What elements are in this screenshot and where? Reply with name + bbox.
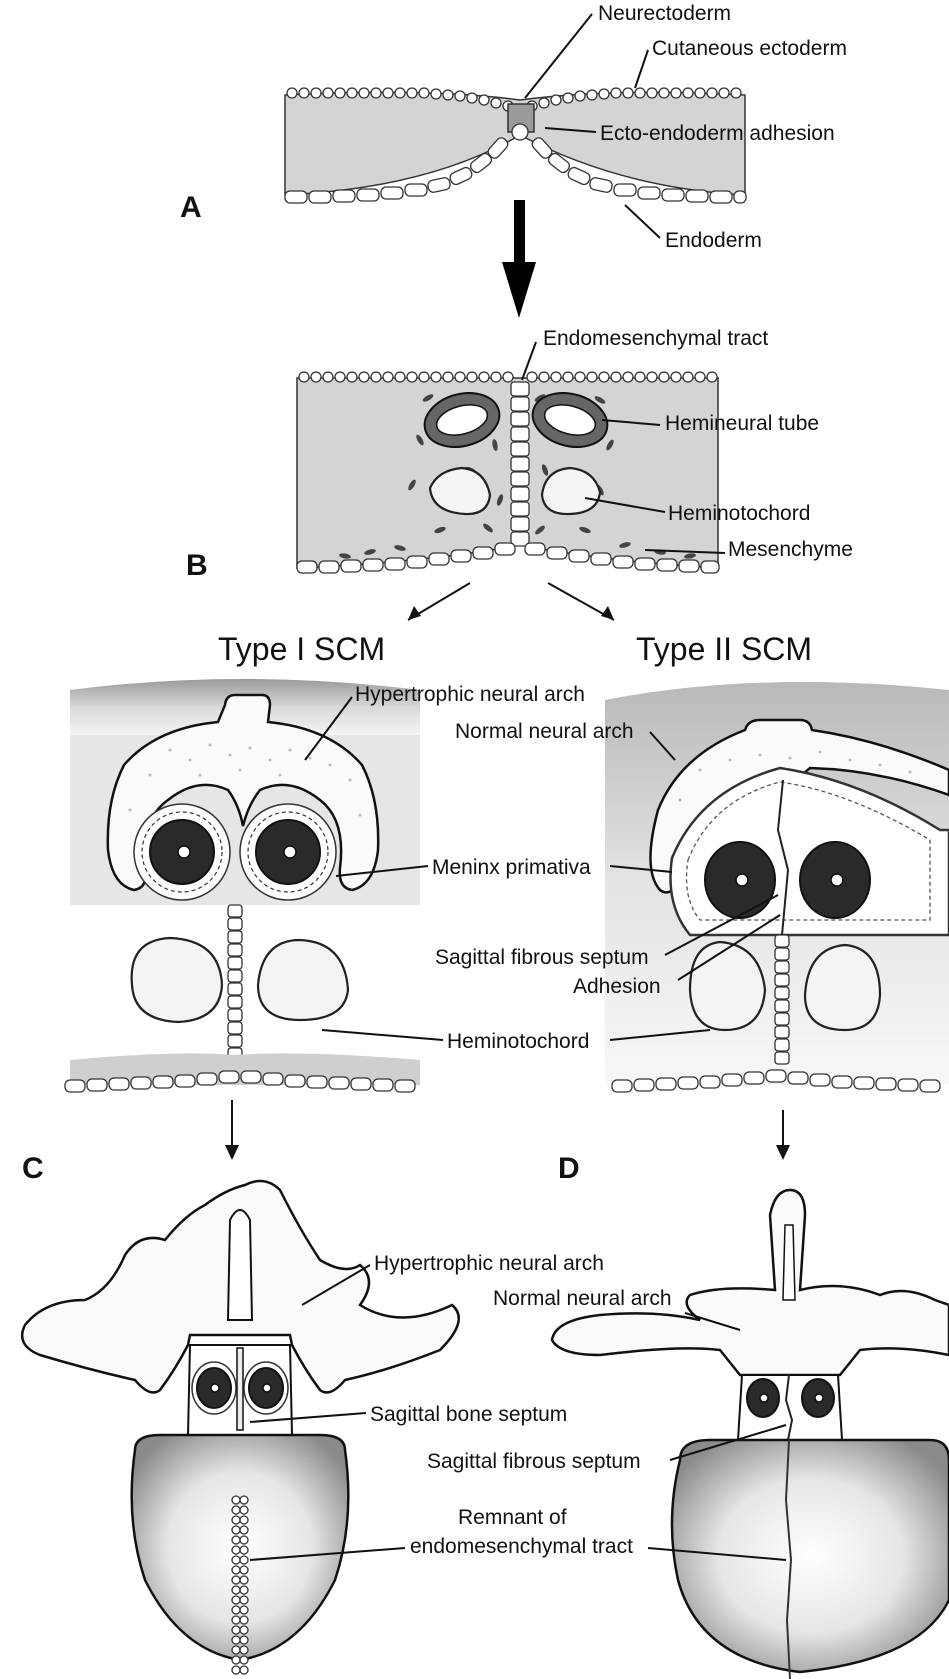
arrowhead-type-ii-down — [776, 1145, 790, 1160]
type-ii-vertebral-body — [672, 1440, 949, 1672]
label-normal-neural-arch-top: Normal neural arch — [455, 720, 634, 743]
panel-label-b: B — [186, 549, 208, 582]
label-remnant-line1: Remnant of — [458, 1506, 567, 1529]
label-hypertrophic-neural-arch-top: Hypertrophic neural arch — [355, 683, 585, 706]
type-i-bottom-left-cord — [192, 1362, 236, 1414]
leader-heminotochord-mid-left — [322, 1030, 443, 1040]
label-mesenchyme: Mesenchyme — [728, 538, 853, 561]
type-i-heminotochord-right — [258, 940, 348, 1020]
panel-a: A Neurectoderm Cutaneous ectoderm Ecto-e… — [180, 2, 847, 318]
type-i-tract — [228, 905, 242, 1060]
panel-b-tissue — [297, 378, 718, 568]
label-cutaneous-ectoderm: Cutaneous ectoderm — [652, 37, 847, 60]
type-ii-bottom-right-cord — [802, 1379, 834, 1417]
label-meninx-primativa: Meninx primativa — [432, 856, 591, 879]
label-remnant-line2: endomesenchymal tract — [410, 1535, 633, 1558]
heminotochord-left-b — [430, 468, 490, 514]
type-i-bottom-right-cord — [244, 1362, 288, 1414]
type-i-vertebral-body — [132, 1435, 349, 1660]
panel-label-d: D — [558, 1152, 580, 1185]
type-ii-right-cord — [800, 842, 870, 918]
type-ii-spinous-gap — [783, 1225, 795, 1300]
type-ii-embryo — [605, 682, 949, 1160]
type-i-heminotochord-left — [132, 938, 222, 1022]
label-sagittal-bone-septum: Sagittal bone septum — [370, 1403, 567, 1426]
label-hypertrophic-neural-arch-bottom: Hypertrophic neural arch — [374, 1252, 604, 1275]
ectoderm-row-b — [299, 372, 717, 382]
type-ii-normal-arch-bottom — [552, 1190, 949, 1375]
type-i-right-cord — [240, 804, 336, 900]
type-i-embryo — [65, 679, 420, 1160]
panel-b: B Endomesenchymal tract Hemineural tube … — [186, 327, 853, 620]
leader-endoderm — [625, 205, 660, 238]
type-i-bone-septum — [237, 1348, 243, 1430]
type-i-spinous-gap — [228, 1210, 252, 1320]
label-sagittal-fibrous-septum-bottom: Sagittal fibrous septum — [427, 1450, 641, 1473]
type-ii-bottom-left-cord — [747, 1379, 779, 1417]
label-hemineural-tube: Hemineural tube — [665, 412, 819, 435]
type-ii-heminotochord-right — [805, 945, 880, 1030]
label-endomesenchymal-tract: Endomesenchymal tract — [543, 327, 768, 350]
type-i-left-cord — [134, 804, 230, 900]
label-heminotochord-b: Heminotochord — [668, 502, 810, 525]
label-ecto-endoderm-adhesion: Ecto-endoderm adhesion — [600, 122, 835, 145]
label-normal-neural-arch-bottom: Normal neural arch — [493, 1287, 672, 1310]
type-ii-left-cord — [705, 842, 775, 918]
leader-cutaneous-ectoderm — [635, 50, 648, 88]
label-sagittal-fibrous-septum-top: Sagittal fibrous septum — [435, 946, 649, 969]
type-ii-vertebra — [552, 1190, 949, 1679]
panel-label-c: C — [22, 1152, 44, 1185]
panel-label-a: A — [180, 191, 202, 224]
arrowhead-type-i-down — [225, 1145, 239, 1160]
label-endoderm: Endoderm — [665, 229, 762, 252]
label-heminotochord-mid: Heminotochord — [447, 1030, 589, 1053]
label-neurectoderm: Neurectoderm — [598, 2, 731, 25]
endomesenchymal-tract-b — [511, 382, 529, 546]
type-ii-tract — [775, 935, 789, 1064]
label-adhesion: Adhesion — [573, 975, 661, 998]
heading-type-ii-scm: Type II SCM — [636, 631, 812, 667]
leader-neurectoderm — [525, 14, 592, 98]
arrow-a-to-b — [502, 200, 536, 318]
heading-type-i-scm: Type I SCM — [218, 631, 385, 667]
